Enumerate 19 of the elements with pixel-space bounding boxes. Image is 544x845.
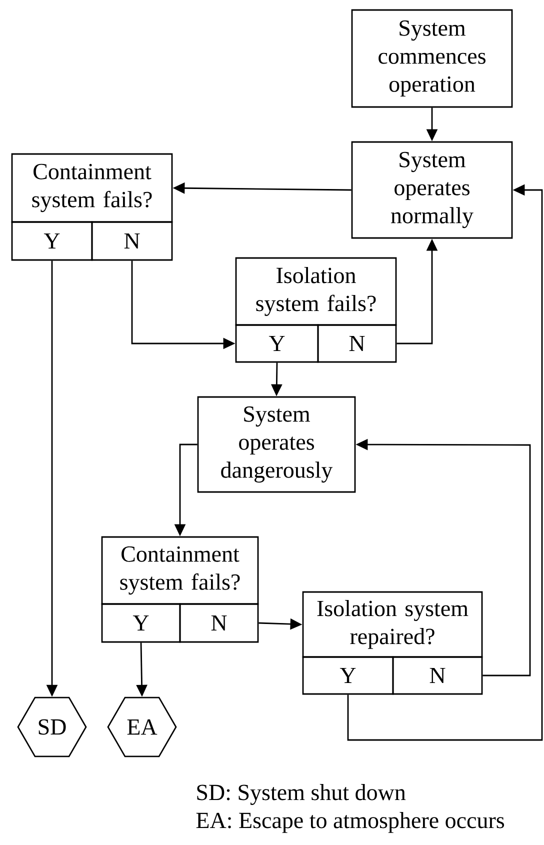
- answer-cell: Y: [302, 656, 394, 695]
- terminal-hexagon: SD: [17, 696, 87, 758]
- legend-note: EA: Escape to atmosphere occurs: [196, 812, 504, 833]
- question-box: Containment system fails?: [11, 153, 173, 223]
- legend-note: SD: System shut down: [197, 784, 406, 805]
- answer-cell: N: [392, 656, 483, 695]
- answer-cell: N: [317, 324, 397, 363]
- process-box: System operates dangerously: [197, 396, 356, 493]
- answer-cell: Y: [235, 324, 319, 363]
- terminal-hexagon: EA: [107, 696, 177, 758]
- answer-cell: N: [91, 221, 173, 261]
- answer-cell: Y: [101, 603, 181, 643]
- question-box: Isolation system fails?: [235, 257, 397, 326]
- process-box: System operates normally: [351, 141, 513, 239]
- answer-cell: Y: [11, 221, 93, 261]
- answer-cell: N: [179, 603, 259, 643]
- process-box: System commences operation: [351, 9, 513, 108]
- question-box: Containment system fails?: [101, 536, 259, 605]
- question-box: Isolation system repaired?: [302, 591, 483, 658]
